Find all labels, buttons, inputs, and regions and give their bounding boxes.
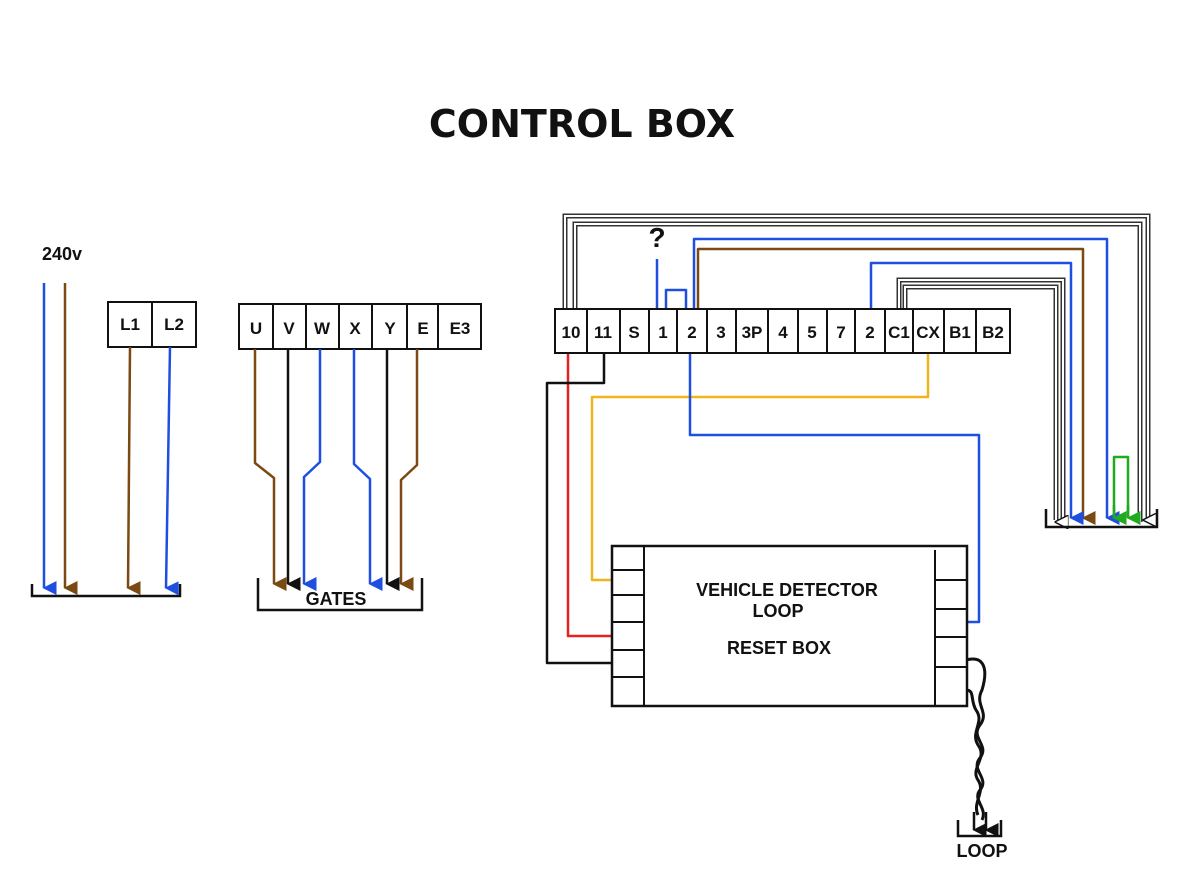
- wire-bundle-bracket: [1044, 509, 1159, 529]
- supply-label: 240v: [42, 244, 82, 264]
- terminal-label: C1: [888, 323, 910, 342]
- green-loop-wire: [1112, 455, 1130, 518]
- jumper-1-2: [664, 288, 688, 309]
- t2-brown-wire: [696, 247, 1096, 525]
- t2b-blue-wire: [869, 261, 1084, 525]
- terminal-7: [826, 308, 856, 354]
- detector-title-line2: LOOP: [752, 601, 803, 621]
- terminal-label: W: [314, 319, 331, 338]
- supply-wires: [42, 283, 179, 596]
- detector-body: [610, 544, 969, 708]
- terminal-label: 2: [865, 323, 874, 342]
- terminal-label: 3: [716, 323, 725, 342]
- terminal-x: [338, 303, 373, 350]
- cx-yellow-wire: [590, 353, 930, 582]
- unknown-wire-marker: ?: [648, 222, 665, 253]
- gate-wires: [253, 349, 419, 591]
- terminal-10: [554, 308, 588, 354]
- terminal-label: B1: [949, 323, 971, 342]
- terminal-label: V: [283, 319, 295, 338]
- terminal-label: E: [417, 319, 428, 338]
- l2-blue-wire: [164, 346, 179, 596]
- detector-title-line3: RESET BOX: [727, 638, 831, 658]
- terminal-label: 1: [658, 323, 667, 342]
- loop-bracket: [956, 820, 1003, 838]
- terminal-v: [272, 303, 307, 350]
- e-brown-wire: [399, 349, 419, 591]
- terminal-label: 4: [778, 323, 788, 342]
- power-terminal-strip: L1 L2: [107, 301, 197, 348]
- terminal-l2: [151, 301, 197, 348]
- detector-left-terminals: [612, 569, 644, 678]
- terminal-label: 7: [836, 323, 845, 342]
- terminal-4: [767, 308, 799, 354]
- terminal-3: [706, 308, 737, 354]
- w-blue-wire: [302, 349, 322, 591]
- terminal-label: 2: [687, 323, 696, 342]
- gates-bracket: [256, 578, 424, 612]
- terminal-label: S: [628, 323, 639, 342]
- terminal-label: X: [349, 319, 361, 338]
- terminal-label: U: [250, 319, 262, 338]
- motor-terminal-strip: U V W X Y E E3: [238, 303, 482, 350]
- terminal-label: 11: [594, 323, 612, 342]
- terminal-u: [238, 303, 274, 350]
- diagram-title: CONTROL BOX: [429, 102, 735, 146]
- terminal-5: [797, 308, 828, 354]
- vehicle-detector-box: VEHICLE DETECTOR LOOP RESET BOX: [610, 544, 969, 708]
- x-blue-wire: [352, 349, 383, 591]
- t11-black-wire: [545, 353, 614, 665]
- terminal-label: 5: [807, 323, 816, 342]
- terminal-2b: [854, 308, 886, 354]
- t2-down-blue-wire: [688, 353, 981, 624]
- gates-label: GATES: [306, 589, 367, 609]
- u-brown-wire: [253, 349, 287, 591]
- terminal-b2: [975, 308, 1011, 354]
- loop-label: LOOP: [956, 841, 1007, 861]
- terminal-label: Y: [384, 319, 396, 338]
- detector-title-line1: VEHICLE DETECTOR: [696, 580, 878, 600]
- terminal-e3: [437, 303, 482, 350]
- supply-bracket: [30, 584, 182, 598]
- l1-brown-wire: [126, 346, 141, 596]
- control-wires: [545, 213, 1148, 837]
- terminal-2: [676, 308, 708, 354]
- terminal-label: E3: [450, 319, 471, 338]
- terminal-label: 10: [562, 323, 581, 342]
- detector-right-terminals: [935, 579, 967, 668]
- t10-red-wire: [566, 353, 614, 638]
- terminal-label: L2: [164, 315, 184, 334]
- terminal-11: [586, 308, 621, 354]
- terminal-label: CX: [916, 323, 940, 342]
- control-terminal-strip: 10 11 S 1 2 3 3P 4 5 7 2 C1 CX B1 B2: [554, 308, 1011, 354]
- terminal-cx: [912, 308, 945, 354]
- terminal-label: L1: [120, 315, 140, 334]
- terminal-b1: [943, 308, 977, 354]
- t2-blue-wire: [692, 237, 1120, 525]
- terminal-1: [648, 308, 678, 354]
- terminal-label: 3P: [742, 323, 763, 342]
- terminal-label: B2: [982, 323, 1004, 342]
